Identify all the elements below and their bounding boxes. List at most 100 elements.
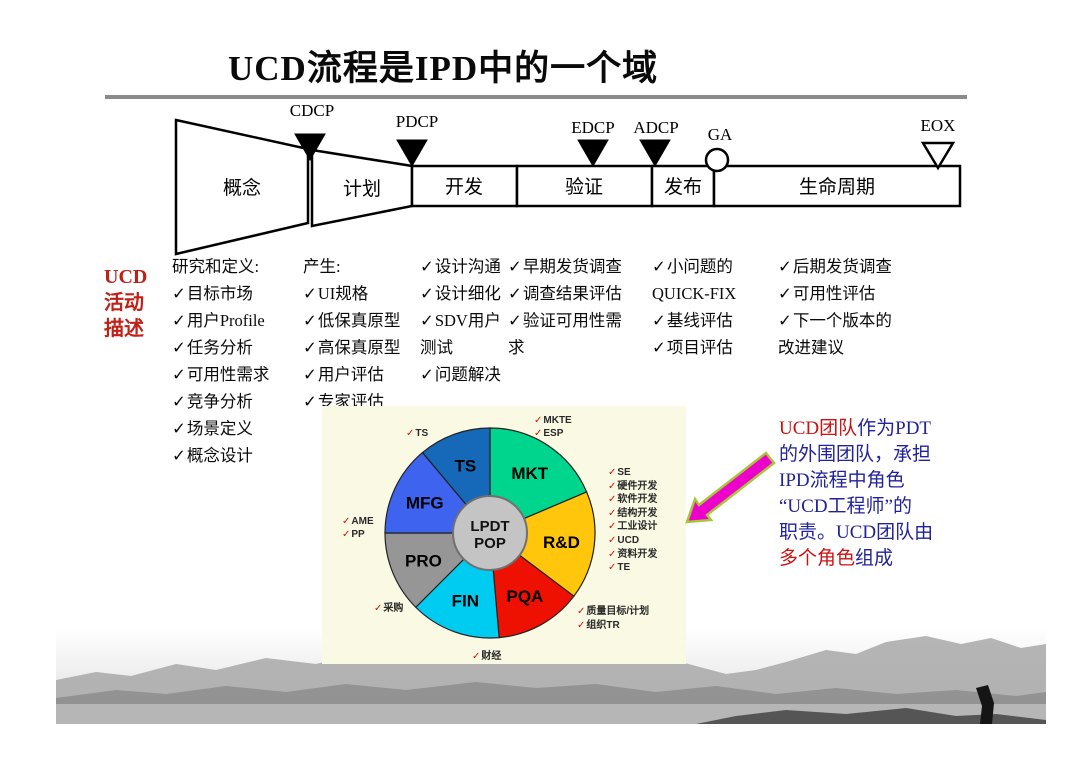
milestone-marker-edcp bbox=[577, 139, 609, 168]
activity-item: ✓用户Profile bbox=[172, 307, 296, 334]
activity-item: ✓用户评估 bbox=[303, 361, 419, 388]
milestone-label-eox: EOX bbox=[921, 116, 956, 135]
pie-annotation: ✓UCD bbox=[608, 534, 657, 548]
activity-item-label: 可用性评估 bbox=[792, 284, 876, 303]
column-header: 研究和定义: bbox=[172, 257, 260, 276]
phase-shape-lifecycle bbox=[712, 164, 962, 208]
check-icon: ✓ bbox=[608, 562, 617, 574]
check-icon: ✓ bbox=[303, 311, 317, 330]
phase-label-lifecycle: 生命周期 bbox=[799, 176, 875, 198]
milestone-label-edcp: EDCP bbox=[571, 118, 614, 137]
phase-label-plan: 计划 bbox=[343, 178, 381, 200]
pie-annotation-label: 软件开发 bbox=[617, 494, 658, 506]
activity-item-label: 设计沟通 bbox=[434, 257, 501, 276]
check-icon: ✓ bbox=[534, 415, 543, 426]
activity-item: ✓场景定义 bbox=[172, 415, 296, 442]
activity-item-label: 任务分析 bbox=[186, 338, 253, 357]
pie-annotation-label: AME bbox=[351, 516, 374, 527]
milestone-marker-eox bbox=[920, 141, 956, 171]
dark-hill bbox=[696, 708, 1046, 724]
phase-shape-release bbox=[650, 164, 716, 208]
check-icon: ✓ bbox=[652, 311, 666, 330]
activity-item-label: 后期发货调查 bbox=[792, 257, 892, 276]
pie-annotation: ✓财经 bbox=[472, 647, 501, 662]
pie-center-label: LPDT bbox=[470, 518, 509, 535]
ipd-flow-diagram: 概念 计划 开发 验证 发布 生命周期 CDCP PDCP EDCP ADCP … bbox=[174, 101, 962, 256]
activity-item-label: UI规格 bbox=[317, 284, 369, 303]
activity-item: ✓UI规格 bbox=[303, 280, 419, 307]
milestone-label-ga: GA bbox=[708, 125, 733, 144]
activity-item-label: 基线评估 bbox=[666, 311, 733, 330]
pie-annotation-label: SE bbox=[617, 467, 631, 478]
check-icon: ✓ bbox=[652, 338, 666, 357]
pie-annotation: ✓资料开发 bbox=[608, 548, 657, 562]
milestone-label-adcp: ADCP bbox=[633, 118, 678, 137]
pie-annotation: ✓结构开发 bbox=[608, 507, 657, 521]
milestone-marker-adcp bbox=[639, 139, 671, 168]
check-icon: ✓ bbox=[172, 338, 186, 357]
activity-column-develop: ✓设计沟通 ✓设计细化 ✓SDV用户测试 ✓问题解决 bbox=[420, 253, 512, 388]
pie-annotation-label: 硬件开发 bbox=[617, 480, 658, 492]
activity-column-lifecycle: ✓ 后期发货调查 ✓可用性评估 ✓下一个版本的改进建议 bbox=[778, 253, 902, 361]
pointer-arrow bbox=[685, 451, 776, 524]
pie-segment-label: R&D bbox=[543, 533, 580, 552]
pie-annotation: ✓组织TR bbox=[577, 616, 620, 631]
phase-shape-develop bbox=[410, 164, 519, 208]
pie-segment-label: MKT bbox=[511, 464, 548, 483]
activity-item-label: SDV用户测试 bbox=[420, 311, 501, 357]
activity-item: ✓概念设计 bbox=[172, 442, 296, 469]
pie-center-label: POP bbox=[474, 535, 506, 552]
check-icon: ✓ bbox=[608, 467, 617, 478]
activity-item-label: 目标市场 bbox=[186, 284, 253, 303]
activity-item: ✓高保真原型 bbox=[303, 334, 419, 361]
pie-annotation: ✓硬件开发 bbox=[608, 480, 657, 494]
activity-item-label: 下一个版本的改进建议 bbox=[778, 311, 892, 357]
activity-item: ✓SDV用户测试 bbox=[420, 307, 512, 361]
check-icon: ✓ bbox=[303, 338, 317, 357]
pie-annotation: ✓采购 bbox=[374, 599, 403, 614]
activity-item: ✓下一个版本的改进建议 bbox=[778, 307, 902, 361]
check-icon: ✓ bbox=[172, 419, 186, 438]
phase-label-release: 发布 bbox=[664, 176, 702, 198]
check-icon: ✓ bbox=[652, 257, 666, 276]
activity-column-verify: ✓早期发货调查 ✓调查结果评估 ✓验证可用性需求 bbox=[508, 253, 630, 361]
check-icon: ✓ bbox=[534, 428, 543, 439]
check-icon: ✓ bbox=[778, 311, 792, 330]
check-icon: ✓ bbox=[303, 284, 317, 303]
activity-item: ✓目标市场 bbox=[172, 280, 296, 307]
ucd-activity-label-line: 描述 bbox=[104, 318, 144, 340]
check-icon: ✓ bbox=[608, 548, 617, 560]
note-text: “UCD工程师”的 bbox=[779, 496, 912, 517]
activity-item-label: 概念设计 bbox=[186, 446, 253, 465]
pie-annotation-label: PP bbox=[351, 529, 365, 540]
pie-segment-label: FIN bbox=[452, 592, 479, 611]
pie-annotation: ✓TS bbox=[406, 428, 428, 439]
pie-annotation: ✓TE bbox=[608, 561, 657, 575]
check-icon: ✓ bbox=[508, 284, 522, 303]
check-icon: ✓ bbox=[172, 284, 186, 303]
activity-item: ✓可用性评估 bbox=[778, 280, 902, 307]
check-icon: ✓ bbox=[608, 494, 617, 506]
note-text: IPD流程中角色 bbox=[779, 470, 905, 491]
pie-segment-label: TS bbox=[455, 456, 477, 475]
activity-item-label: 调查结果评估 bbox=[522, 284, 622, 303]
note-emphasis: 多个角色 bbox=[779, 548, 856, 569]
activity-item: ✓任务分析 bbox=[172, 334, 296, 361]
pie-annotation-label: MKTE bbox=[543, 415, 572, 426]
pie-annotation-label: 采购 bbox=[383, 603, 404, 614]
pie-annotation-label: TS bbox=[415, 428, 429, 439]
activity-item: ✓早期发货调查 bbox=[508, 253, 630, 280]
activity-item-label: 问题解决 bbox=[434, 365, 501, 384]
activity-item-label: 场景定义 bbox=[186, 419, 253, 438]
activity-column-release: ✓小问题的QUICK-FIX ✓基线评估 ✓项目评估 bbox=[652, 253, 754, 361]
phase-label-concept: 概念 bbox=[223, 176, 261, 199]
activity-item: ✓小问题的QUICK-FIX bbox=[652, 253, 754, 307]
check-icon: ✓ bbox=[374, 603, 383, 614]
ucd-activity-label-line: UCD bbox=[104, 266, 148, 288]
activity-item-label: 用户评估 bbox=[317, 365, 384, 384]
activity-column-plan: 产生: ✓UI规格 ✓低保真原型 ✓高保真原型 ✓用户评估 ✓专家评估 bbox=[303, 253, 419, 415]
activity-item: ✓低保真原型 bbox=[303, 307, 419, 334]
check-icon: ✓ bbox=[608, 480, 617, 492]
pie-annotation: ✓ESP bbox=[534, 428, 563, 439]
